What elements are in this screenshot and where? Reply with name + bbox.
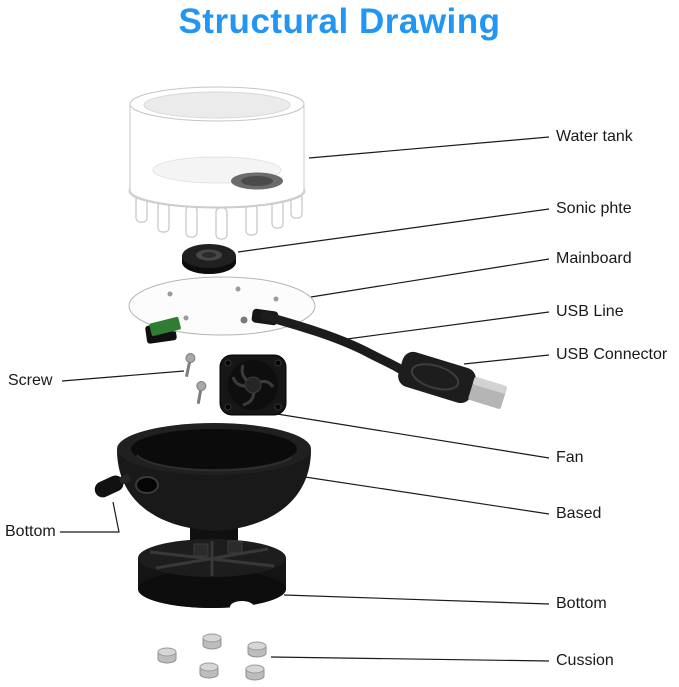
mainboard-graphic: [128, 276, 316, 344]
label-sonic-phte: Sonic phte: [556, 200, 632, 217]
fan-graphic: [219, 354, 287, 416]
label-bottom-left: Bottom: [5, 523, 56, 540]
base-graphic: [117, 423, 311, 560]
bottom-cap-graphic: [138, 539, 286, 613]
label-water-tank: Water tank: [556, 128, 633, 145]
page-title: Structural Drawing: [178, 2, 501, 41]
bottom-plug-graphic: [94, 474, 131, 498]
label-screw: Screw: [8, 372, 53, 389]
usb-line-graphic: [260, 311, 405, 374]
label-mainboard: Mainboard: [556, 250, 632, 267]
label-cussion: Cussion: [556, 652, 614, 669]
label-fan: Fan: [556, 449, 584, 466]
usb-connector-graphic: [398, 351, 507, 409]
screw-graphic: [184, 353, 207, 405]
label-usb-connector: USB Connector: [556, 346, 668, 363]
label-usb-line: USB Line: [556, 303, 624, 320]
cussion-graphic: [157, 633, 267, 681]
leader-lines: [60, 136, 550, 662]
water-tank-graphic: [128, 86, 306, 240]
label-based: Based: [556, 505, 602, 522]
label-bottom-right: Bottom: [556, 595, 607, 612]
sonic-plate-graphic: [182, 244, 236, 274]
